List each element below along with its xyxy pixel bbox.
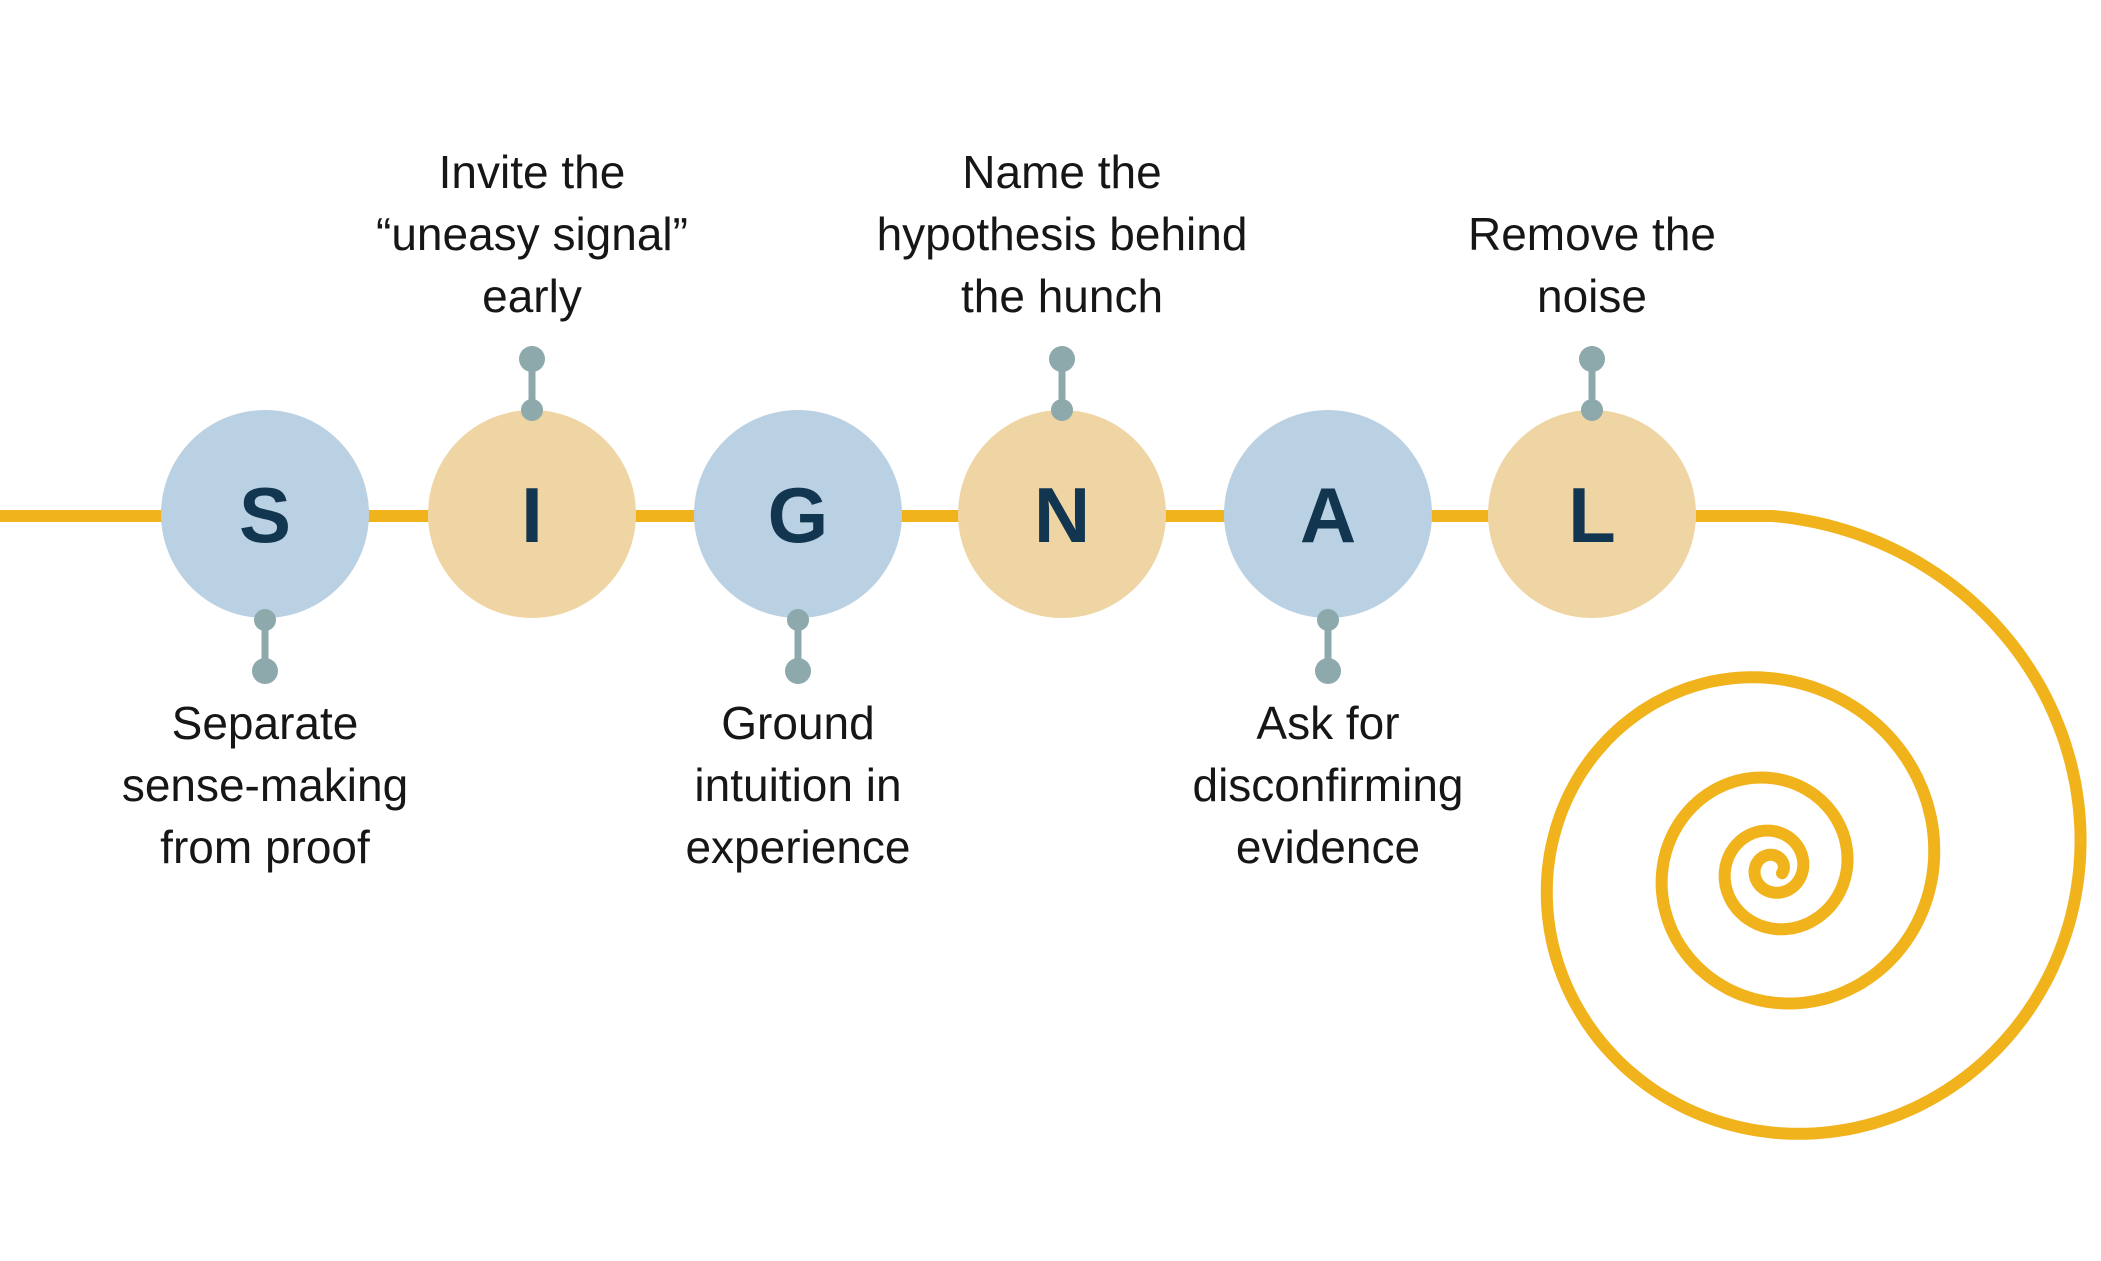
g-label-line: intuition in: [694, 759, 902, 811]
n-letter: N: [1034, 471, 1090, 559]
g-letter: G: [768, 471, 829, 559]
a-label-line: evidence: [1235, 821, 1421, 873]
i-circle: [428, 410, 636, 618]
a-label-line: Ask for: [1256, 697, 1400, 749]
l-label-line: Remove the: [1467, 208, 1716, 260]
s-label: Separate sense-making from proof: [0, 692, 595, 878]
n-label-line: Name the: [962, 146, 1162, 198]
n-circle: [958, 410, 1166, 618]
step-g: G: [694, 410, 902, 618]
a-connector-pin: [1315, 609, 1341, 684]
step-s: S: [161, 410, 369, 618]
a-label-line: disconfirming: [1192, 759, 1464, 811]
s-label-line: from proof: [160, 821, 370, 873]
g-label-line: Ground: [721, 697, 875, 749]
a-label: Ask for disconfirming evidence: [998, 692, 1658, 878]
s-connector-pin: [252, 609, 278, 684]
l-letter: L: [1568, 471, 1616, 559]
s-letter: S: [239, 471, 291, 559]
i-label: Invite the “uneasy signal” early: [202, 141, 862, 327]
l-label-line: noise: [1537, 270, 1647, 322]
l-connector-pin: [1579, 346, 1605, 421]
n-label-line: the hunch: [960, 270, 1164, 322]
spiral-flourish: [1540, 510, 2087, 1140]
i-label-line: Invite the: [438, 146, 626, 198]
i-connector-pin: [519, 346, 545, 421]
step-l: L: [1488, 410, 1696, 618]
g-connector-pin: [785, 609, 811, 684]
i-label-line: “uneasy signal”: [376, 208, 688, 260]
s-circle: [161, 410, 369, 618]
a-letter: A: [1300, 471, 1356, 559]
i-letter: I: [521, 471, 543, 559]
a-circle: [1224, 410, 1432, 618]
g-label: Ground intuition in experience: [468, 692, 1128, 878]
step-n: N: [958, 410, 1166, 618]
n-label-line: hypothesis behind: [876, 208, 1248, 260]
g-circle: [694, 410, 902, 618]
step-a: A: [1224, 410, 1432, 618]
s-label-line: Separate: [171, 697, 359, 749]
n-label: Name the hypothesis behind the hunch: [732, 141, 1392, 327]
s-label-line: sense-making: [121, 759, 409, 811]
n-connector-pin: [1049, 346, 1075, 421]
i-label-line: early: [482, 270, 582, 322]
g-label-line: experience: [685, 821, 911, 873]
l-circle: [1488, 410, 1696, 618]
step-i: I: [428, 410, 636, 618]
l-label: Remove the noise: [1262, 203, 1922, 327]
